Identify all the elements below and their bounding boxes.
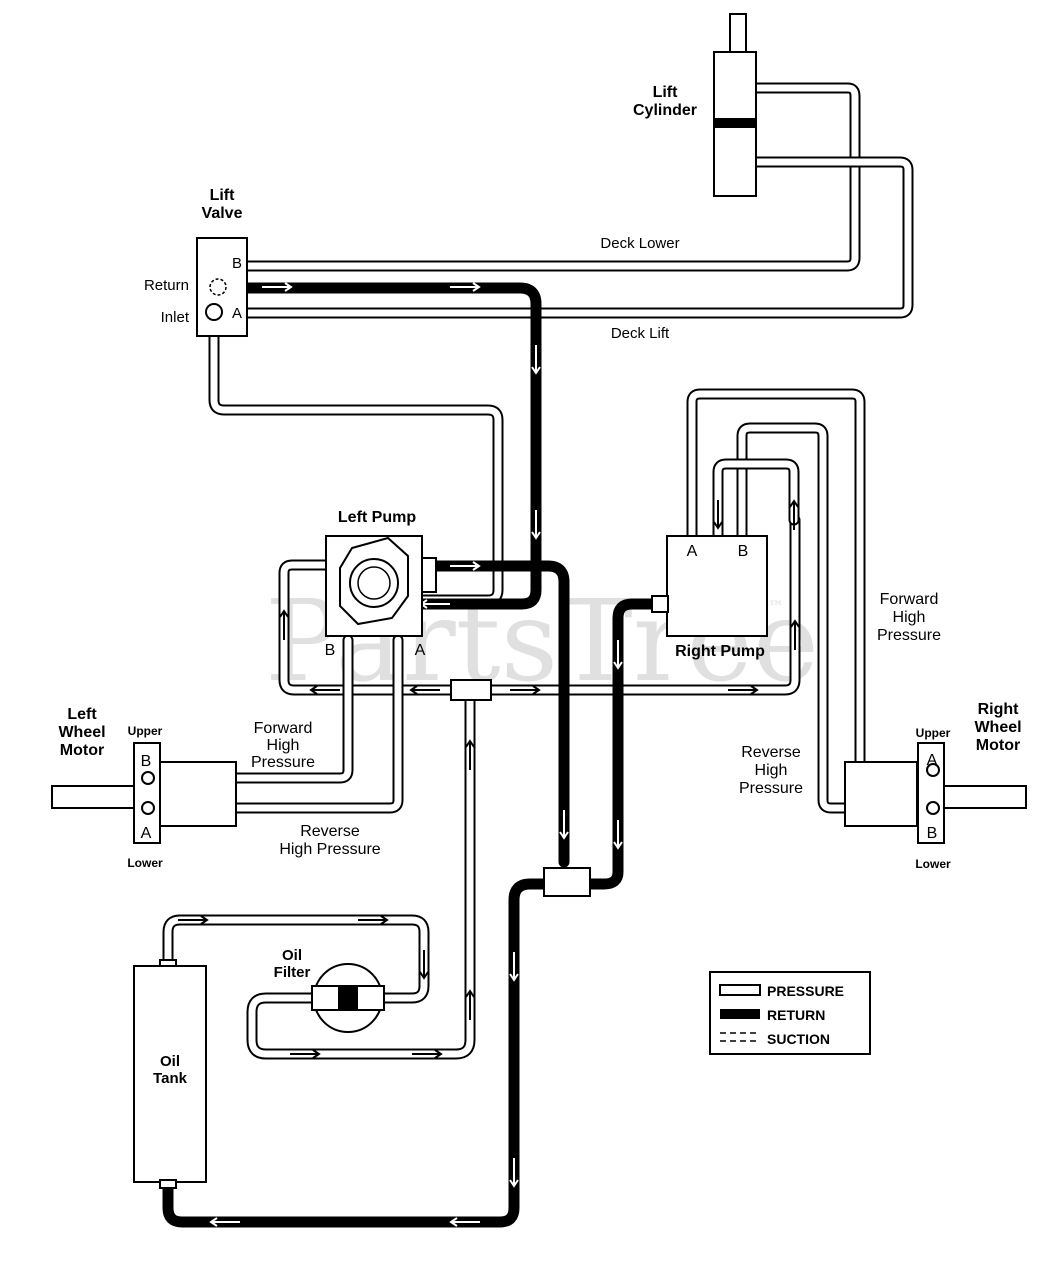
return-lines	[162, 282, 666, 1228]
right-motor-port-b: B	[927, 825, 938, 842]
right-wheel-motor-label-line1: Right	[978, 701, 1020, 718]
lift-cylinder-rod	[729, 13, 747, 57]
right-wheel-motor-label-line2: Wheel	[974, 719, 1021, 736]
left-forward-label-line1: Forward	[254, 720, 313, 737]
lift-valve-port-a: A	[232, 305, 242, 322]
right-reverse-label-line2: High	[755, 762, 788, 779]
left-pump-port-a: A	[415, 642, 426, 659]
right-forward-label-line3: Pressure	[877, 627, 941, 644]
legend-suction-swatch	[720, 1032, 760, 1042]
oil-tank-label-line1: Oil	[160, 1053, 180, 1070]
lift-cylinder	[713, 13, 757, 197]
left-wheel-motor	[51, 742, 237, 844]
lift-valve-label-line2: Valve	[202, 205, 243, 222]
right-forward-label-line2: High	[893, 609, 926, 626]
oil-filter-label-line1: Oil	[282, 947, 302, 964]
lift-valve-inlet-label: Inlet	[161, 309, 190, 326]
left-forward-label-line3: Pressure	[251, 754, 315, 771]
left-wheel-motor-label-line1: Left	[67, 706, 97, 723]
oil-filter-label-line2: Filter	[274, 964, 311, 981]
right-motor-upper-label: Upper	[916, 726, 951, 740]
lift-cylinder-piston	[714, 118, 756, 128]
lift-cylinder-label-line2: Cylinder	[633, 102, 697, 119]
right-wheel-motor	[844, 742, 1027, 844]
left-forward-label-line2: High	[267, 737, 300, 754]
right-motor-port-a: A	[927, 752, 938, 769]
left-wheel-motor-label-line2: Wheel	[58, 724, 105, 741]
legend-label-suction: SUCTION	[767, 1031, 830, 1047]
lift-valve-return-label: Return	[144, 277, 189, 294]
left-reverse-label-line1: Reverse	[300, 823, 360, 840]
lift-cylinder-label-line1: Lift	[653, 84, 679, 101]
return-port-icon	[209, 278, 227, 296]
legend-pressure-swatch	[719, 984, 761, 996]
legend-label-pressure: PRESSURE	[767, 983, 844, 999]
left-wheel-motor-label-line3: Motor	[60, 742, 104, 759]
lift-valve-port-b: B	[232, 255, 242, 272]
left-reverse-label-line2: High Pressure	[279, 841, 380, 858]
right-forward-label-line1: Forward	[880, 591, 939, 608]
right-reverse-label-line3: Pressure	[739, 780, 803, 797]
deck-lower-label: Deck Lower	[600, 235, 679, 252]
right-pump	[651, 535, 768, 637]
oil-filter	[311, 963, 385, 1033]
flow-arrows-return	[209, 282, 623, 1227]
right-pump-label: Right Pump	[675, 643, 765, 660]
oil-tank	[133, 959, 207, 1189]
left-pump-port-b: B	[325, 642, 336, 659]
flow-arrows-pressure	[178, 499, 800, 1059]
return-tee-fitting	[543, 867, 591, 897]
left-pump	[325, 535, 437, 637]
pressure-lines	[142, 82, 941, 1060]
deck-lift-label: Deck Lift	[611, 325, 670, 342]
legend: PRESSURE RETURN SUCTION	[709, 971, 871, 1055]
right-wheel-motor-label-line3: Motor	[976, 737, 1020, 754]
right-pump-port-b: B	[738, 543, 749, 560]
left-pump-label: Left Pump	[338, 509, 416, 526]
watermark-tm: ™	[768, 597, 784, 616]
right-motor-lower-label: Lower	[915, 857, 951, 871]
legend-label-return: RETURN	[767, 1007, 825, 1023]
left-motor-port-a: A	[141, 825, 152, 842]
legend-return-swatch	[720, 1009, 760, 1019]
left-motor-upper-label: Upper	[128, 724, 163, 738]
inlet-port-icon	[205, 303, 223, 321]
left-motor-lower-label: Lower	[127, 856, 163, 870]
right-pump-port-a: A	[687, 543, 698, 560]
lift-valve-label-line1: Lift	[210, 187, 236, 204]
left-motor-port-b: B	[141, 753, 152, 770]
pressure-tee-fitting	[450, 679, 492, 701]
oil-tank-label-line2: Tank	[153, 1070, 188, 1087]
right-reverse-label-line1: Reverse	[741, 744, 801, 761]
